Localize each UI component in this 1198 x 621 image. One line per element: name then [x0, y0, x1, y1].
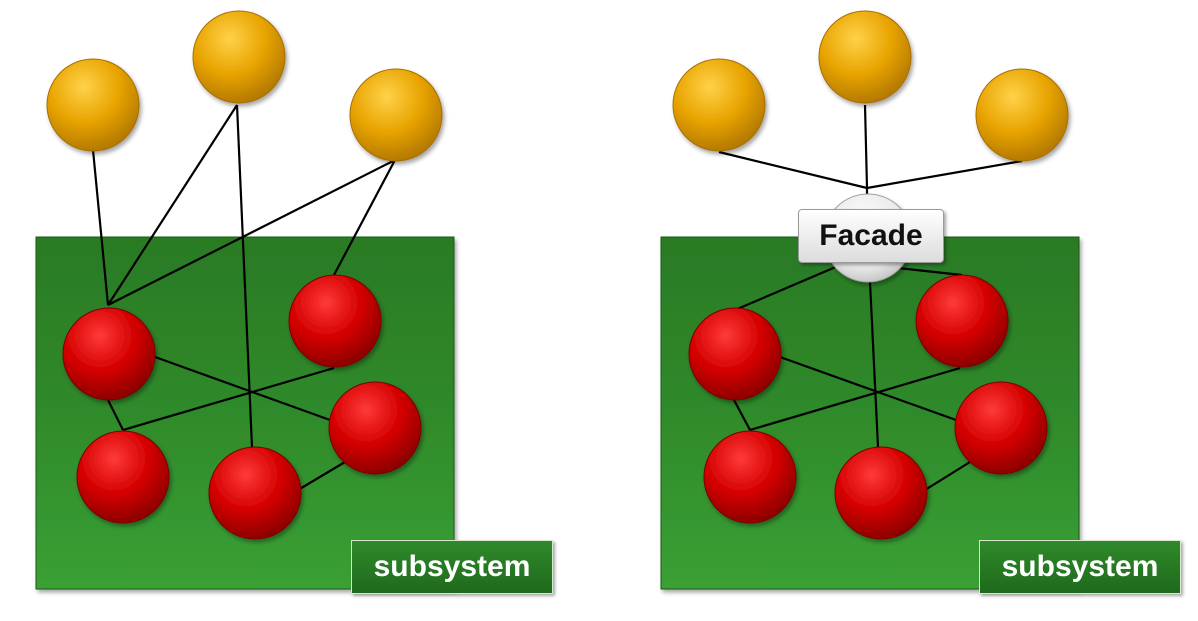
connector-line [924, 461, 971, 491]
left-connections [91, 104, 396, 491]
connector-line [297, 461, 346, 491]
component-node [76, 430, 170, 524]
left-subsystem-label: subsystem [351, 540, 553, 594]
connector-line [734, 264, 839, 312]
connector-line [107, 104, 238, 306]
connector-line [154, 355, 331, 422]
connector-line [779, 355, 957, 422]
component-node [834, 446, 928, 540]
facade-label: Facade [798, 209, 944, 263]
component-node [288, 274, 382, 368]
connector-line [749, 366, 961, 432]
component-node [703, 430, 797, 524]
connector-line [866, 159, 1023, 190]
connector-line [91, 149, 110, 306]
component-node [208, 446, 302, 540]
component-node [688, 307, 782, 401]
component-node [915, 274, 1009, 368]
connector-line [333, 159, 396, 276]
right-subsystem-label: subsystem [979, 540, 1181, 594]
component-node [954, 381, 1048, 475]
right-connections [718, 104, 1023, 491]
component-node [328, 381, 422, 475]
connector-line [863, 104, 869, 189]
client-node [672, 58, 766, 152]
client-node [192, 10, 286, 104]
connector-line [897, 266, 963, 277]
left-diagram [35, 10, 455, 590]
connector-line [107, 399, 124, 431]
connector-line [868, 281, 880, 448]
connector-line [107, 159, 396, 306]
connector-line [718, 150, 868, 190]
component-node [62, 307, 156, 401]
connector-line [122, 366, 335, 432]
client-node [975, 68, 1069, 162]
client-node [46, 58, 140, 152]
right-diagram [660, 10, 1080, 590]
client-node [349, 68, 443, 162]
client-node [818, 10, 912, 104]
connector-line [733, 399, 751, 431]
